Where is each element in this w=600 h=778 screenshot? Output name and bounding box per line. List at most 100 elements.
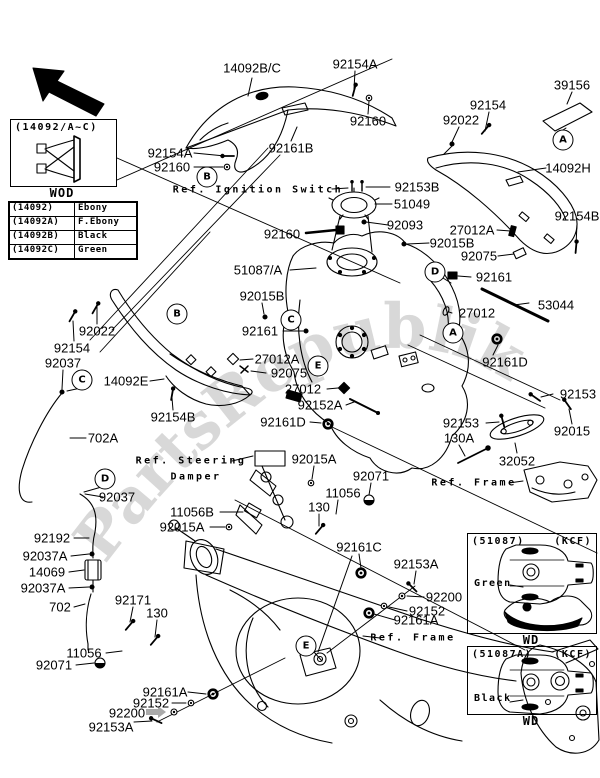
callout-circle-E: E: [295, 635, 317, 657]
color-table-color: Ebony: [78, 203, 108, 213]
part-label-92153: 92153: [442, 415, 480, 431]
part-label-92161D: 92161D: [260, 414, 306, 430]
part-label-92075: 92075: [270, 365, 308, 381]
variant-part-number: (51087A): [472, 649, 533, 660]
part-label-14092H: 14092H: [545, 160, 591, 176]
leader-lines: [61, 70, 578, 723]
sticker-strip-sketch: [542, 102, 593, 132]
color-table-color: F.Ebony: [78, 217, 120, 227]
legend-box-title: (14092/A~C): [15, 122, 98, 133]
color-table-row: (14092C)Green: [10, 244, 136, 258]
cushion-plate-sketch: [489, 414, 545, 440]
frame-sketch: [168, 519, 600, 754]
ref-label: Ref. Steering: [135, 455, 247, 467]
callout-circle-E: E: [307, 355, 329, 377]
variant-box-black-caption: WD: [522, 714, 540, 728]
variant-box-green: (51087) (KCF) Green: [467, 533, 597, 634]
color-table-part: (14092): [10, 203, 75, 216]
part-label-92022: 92022: [78, 323, 116, 339]
part-label-92154A: 92154A: [147, 145, 193, 161]
variant-color-label: Black: [474, 693, 512, 704]
callout-circle-A: A: [442, 322, 464, 344]
part-label-92015B: 92015B: [429, 235, 475, 251]
callout-circle-B: B: [196, 166, 218, 188]
part-label-92192: 92192: [33, 530, 71, 546]
color-table-part: (14092C): [10, 245, 75, 258]
legend-box: (14092/A~C): [10, 119, 117, 187]
legend-box-caption: WOD: [49, 186, 75, 200]
color-table-color: Green: [78, 245, 108, 255]
part-label-92037: 92037: [98, 489, 136, 505]
part-label-92161A: 92161A: [393, 612, 439, 628]
part-label-92015B: 92015B: [239, 288, 285, 304]
part-label-92154B: 92154B: [150, 409, 196, 425]
variant-box-black: (51087A) (KCF) Black: [467, 646, 597, 715]
part-label-92152A: 92152A: [297, 397, 343, 413]
part-label-92160: 92160: [349, 113, 387, 129]
part-label-92154: 92154: [469, 97, 507, 113]
part-label-14092E: 14092E: [103, 373, 149, 389]
variant-part-number: (51087): [472, 536, 525, 547]
part-label-92153A: 92153A: [393, 556, 439, 572]
variant-color-label: Green: [474, 578, 512, 589]
part-label-92015A: 92015A: [291, 451, 337, 467]
part-label-92161C: 92161C: [336, 539, 382, 555]
variant-code: (KCF): [554, 649, 592, 660]
part-label-92154: 92154: [53, 340, 91, 356]
fuel-tank-sketch: [282, 231, 469, 474]
part-label-130: 130: [308, 499, 330, 515]
part-label-11056: 11056: [325, 485, 361, 501]
part-label-92200: 92200: [108, 705, 146, 721]
color-table-row: (14092)Ebony: [10, 203, 136, 216]
left-cover-sketch: [109, 289, 253, 407]
part-label-27012A: 27012A: [449, 222, 495, 238]
variant-tank-quarter-view: [503, 595, 593, 632]
callout-circle-A: A: [552, 129, 574, 151]
part-label-130A: 130A: [443, 430, 475, 446]
part-label-92152: 92152: [408, 603, 446, 619]
part-label-92152: 92152: [132, 695, 170, 711]
hose-sketch: [18, 392, 102, 651]
part-label-53044: 53044: [537, 297, 575, 313]
color-table-row: (14092A)F.Ebony: [10, 216, 136, 230]
callout-circle-D: D: [424, 261, 446, 283]
part-label-27012: 27012: [458, 305, 496, 321]
color-table-color: Black: [78, 231, 108, 241]
part-label-92022: 92022: [442, 112, 480, 128]
part-label-39156: 39156: [553, 77, 591, 93]
part-label-92037: 92037: [44, 355, 82, 371]
part-label-92154A: 92154A: [332, 56, 378, 72]
part-label-130: 130: [146, 605, 168, 621]
part-label-14092BC: 14092B/C: [223, 60, 281, 76]
callout-circle-C: C: [280, 309, 302, 331]
legend-part-sketch: [36, 135, 81, 183]
part-label-92153B: 92153B: [394, 179, 440, 195]
part-label-92153A: 92153A: [88, 719, 134, 735]
part-label-92200: 92200: [425, 589, 463, 605]
variant-code: (KCF): [554, 536, 592, 547]
fastener-glyphs: [59, 81, 580, 727]
part-label-92161: 92161: [241, 323, 279, 339]
variant-tank-top-view-2: [497, 654, 594, 715]
part-label-27012A: 27012A: [254, 351, 300, 367]
color-table-row: (14092B)Black: [10, 230, 136, 244]
part-label-702: 702: [49, 599, 71, 615]
variant-box-green-caption: WD: [522, 633, 540, 647]
part-label-92154B: 92154B: [554, 208, 600, 224]
part-label-92037A: 92037A: [22, 548, 68, 564]
part-label-92171: 92171: [114, 592, 152, 608]
part-label-92015: 92015: [553, 423, 591, 439]
part-label-92161D: 92161D: [482, 354, 528, 370]
right-cover-sketch: [426, 151, 578, 255]
part-label-92071: 92071: [35, 657, 73, 673]
part-label-51087A: 51087/A: [233, 262, 283, 278]
part-label-11056: 11056: [66, 645, 102, 661]
color-table-part: (14092A): [10, 217, 75, 230]
part-label-92037A: 92037A: [20, 580, 66, 596]
construction-lines: [89, 58, 598, 723]
part-label-92153: 92153: [559, 386, 597, 402]
color-table-part: (14092B): [10, 231, 75, 244]
part-label-92161: 92161: [475, 269, 513, 285]
callout-circle-D: D: [94, 468, 116, 490]
